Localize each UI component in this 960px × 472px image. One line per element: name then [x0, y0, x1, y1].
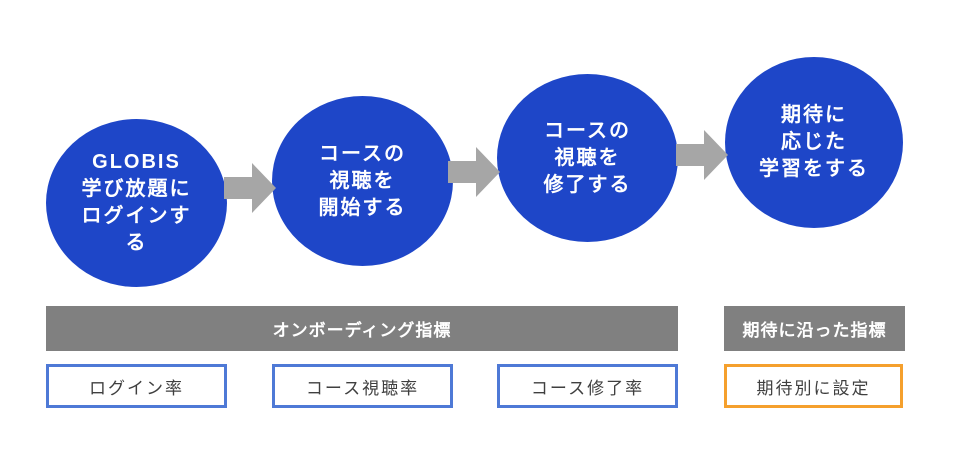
- metric-box-login-rate: ログイン率: [46, 364, 227, 408]
- metric-box-course-view-rate-label: コース視聴率: [305, 378, 420, 398]
- funnel-step-complete-viewing-label: コースの 視聴を 修了する: [543, 119, 632, 196]
- metric-box-set-per-expectation: 期待別に設定: [724, 364, 903, 408]
- funnel-step-start-viewing-label: コースの 視聴を 開始する: [318, 142, 407, 219]
- metric-box-course-completion-rate: コース修了率: [497, 364, 678, 408]
- funnel-step-login-circle: GLOBIS 学び放題に ログインす る: [46, 119, 227, 287]
- funnel-step-complete-viewing-circle: コースの 視聴を 修了する: [497, 74, 678, 242]
- metric-box-set-per-expectation-label: 期待別に設定: [756, 378, 871, 398]
- funnel-step-start-viewing-circle: コースの 視聴を 開始する: [272, 96, 453, 266]
- arrow-right-icon: [676, 130, 728, 180]
- funnel-step-expected-learning-circle: 期待に 応じた 学習をする: [725, 57, 903, 228]
- funnel-step-expected-learning-label: 期待に 応じた 学習をする: [759, 104, 869, 180]
- metric-box-course-completion-rate-label: コース修了率: [530, 378, 645, 398]
- arrow-right-icon: [448, 147, 500, 197]
- band-expectation-metrics: 期待に沿った指標: [724, 306, 905, 351]
- metric-box-course-view-rate: コース視聴率: [272, 364, 453, 408]
- metric-box-login-rate-label: ログイン率: [89, 378, 184, 398]
- band-onboarding-metrics-label: オンボーディング指標: [272, 321, 452, 340]
- band-expectation-metrics-label: 期待に沿った指標: [742, 321, 887, 340]
- arrow-right-icon: [224, 163, 276, 213]
- band-onboarding-metrics: オンボーディング指標: [46, 306, 678, 351]
- funnel-step-login-label: GLOBIS 学び放題に ログインす る: [81, 151, 192, 254]
